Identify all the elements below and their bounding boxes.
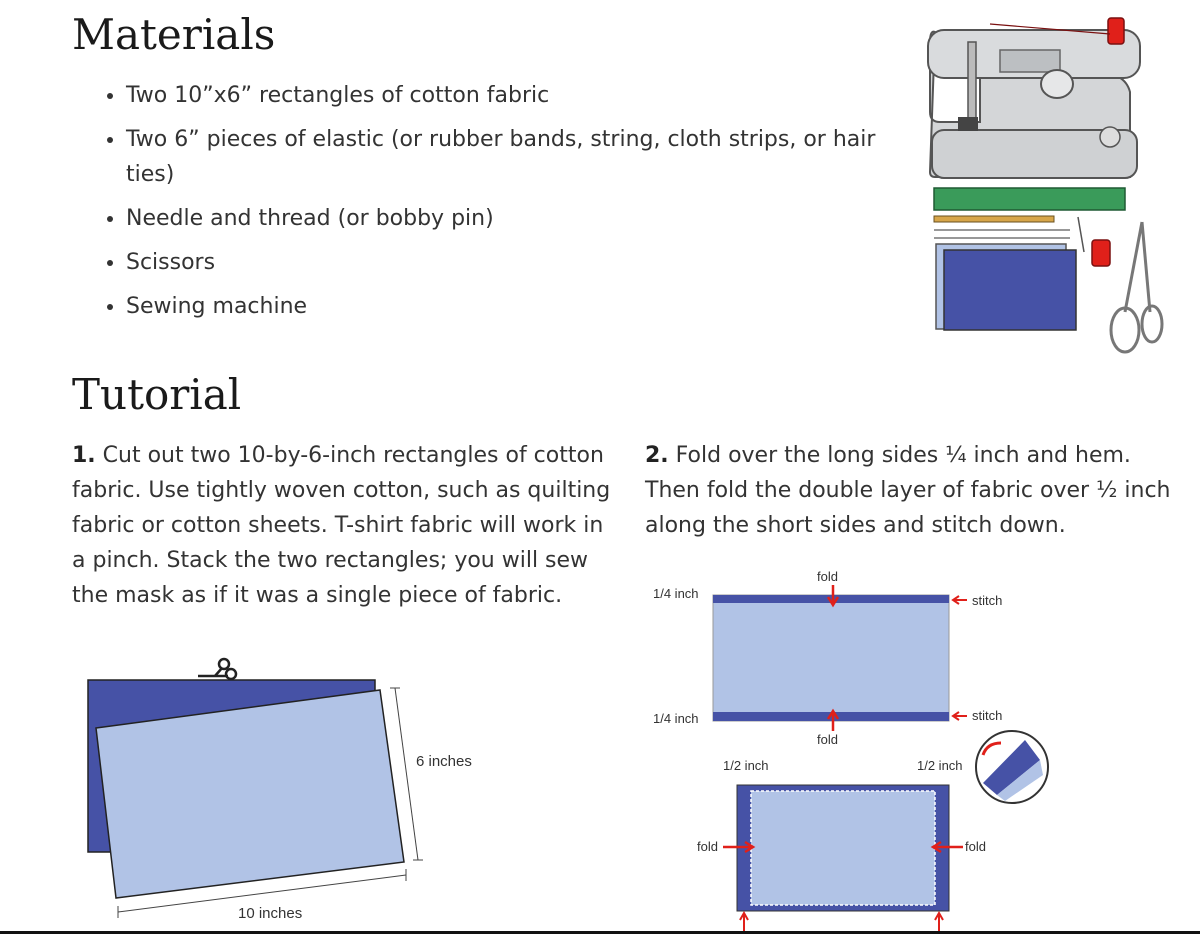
step-2-text: 2. Fold over the long sides ¼ inch and h… [645, 438, 1185, 543]
cut-fabric-diagram: 6 inches 10 inches [87, 657, 472, 922]
width-label: 10 inches [238, 905, 302, 922]
fold-stitch-diagram: fold 1/4 inch 1/4 inch stitch stitch fol… [653, 569, 1049, 931]
step-number: 2. [645, 443, 669, 468]
fold-arrow-icon [930, 840, 963, 854]
tutorial-heading: Tutorial [72, 370, 242, 419]
stitch-arrow-icon [934, 910, 944, 931]
bottom-divider [0, 931, 1200, 934]
step-body: Fold over the long sides ¼ inch and hem.… [645, 443, 1171, 538]
scissors-icon [1109, 221, 1164, 354]
ruler-icon [933, 187, 1126, 211]
half-inch-label: 1/2 inch [723, 758, 769, 773]
step-number: 1. [72, 443, 96, 468]
list-item: Sewing machine [126, 289, 896, 324]
stitch-label: stitch [972, 593, 1002, 608]
materials-heading: Materials [72, 10, 276, 59]
stitch-label: stitch [972, 708, 1002, 723]
step-1-text: 1. Cut out two 10-by-6-inch rectangles o… [72, 438, 612, 613]
quarter-inch-label: 1/4 inch [653, 711, 699, 726]
fold-arrow-icon [826, 708, 840, 731]
fold-label: fold [817, 732, 838, 747]
height-label: 6 inches [416, 753, 472, 770]
stitch-arrow-icon [951, 595, 967, 605]
fold-arrow-icon [723, 840, 756, 854]
folded-fabric-inner [750, 790, 936, 906]
list-item: Scissors [126, 245, 896, 280]
scissors-icon [198, 657, 238, 681]
fold-label: fold [817, 569, 838, 584]
top-hem [713, 595, 949, 603]
stitch-arrow-icon [951, 711, 967, 721]
sewing-supplies-illustration [927, 17, 1164, 354]
pencil-icon [933, 215, 1055, 223]
step-body: Cut out two 10-by-6-inch rectangles of c… [72, 443, 611, 608]
materials-list: Two 10”x6” rectangles of cotton fabric T… [100, 78, 896, 333]
fabric-dark-icon [943, 249, 1077, 331]
half-inch-label: 1/2 inch [917, 758, 963, 773]
list-item: Needle and thread (or bobby pin) [126, 201, 896, 236]
fold-label: fold [697, 839, 718, 854]
magnified-fold-icon [975, 730, 1049, 804]
hemmed-fabric-rect [712, 594, 950, 722]
stitch-arrow-icon [739, 910, 749, 931]
fabric-front-rect [95, 689, 405, 899]
thread-spool-icon [1091, 239, 1111, 267]
sewing-machine-icon [927, 17, 1141, 179]
fold-label: fold [965, 839, 986, 854]
fold-arrow-icon [826, 585, 840, 608]
list-item: Two 6” pieces of elastic (or rubber band… [126, 122, 896, 192]
quarter-inch-label: 1/4 inch [653, 586, 699, 601]
list-item: Two 10”x6” rectangles of cotton fabric [126, 78, 896, 113]
